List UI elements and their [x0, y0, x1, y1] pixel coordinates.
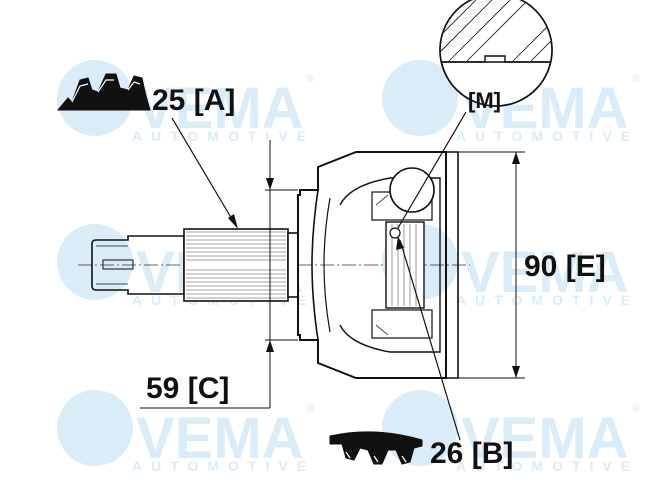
- external-gear-teeth-icon: [56, 73, 151, 111]
- watermark-registered: ®: [306, 403, 314, 415]
- watermark-sub: AUTOMOTIVE: [132, 458, 315, 474]
- dimension-c: [140, 140, 298, 409]
- label-outer-diameter: 90 [E]: [524, 250, 606, 283]
- watermark-brand: VEMA: [136, 406, 304, 471]
- watermark-brand: VEMA: [136, 76, 304, 141]
- watermark-brand: VEMA: [461, 240, 629, 305]
- watermark-brand: VEMA: [461, 406, 629, 471]
- watermark-sub: AUTOMOTIVE: [456, 128, 639, 144]
- shaft: [91, 228, 299, 302]
- leader-spline-outer: [171, 117, 237, 227]
- watermark-sub: AUTOMOTIVE: [456, 292, 639, 308]
- watermark-bottom-left: VEMA AUTOMOTIVE ®: [57, 390, 315, 474]
- watermark-sub: AUTOMOTIVE: [132, 128, 315, 144]
- watermark-sub: AUTOMOTIVE: [456, 458, 639, 474]
- label-shaft-length: 59 [C]: [146, 372, 229, 405]
- label-spline-inner: 26 [B]: [430, 437, 513, 470]
- dimension-e: [458, 151, 525, 379]
- leader-detail: [397, 111, 467, 229]
- detail-m-callout: [439, 0, 553, 107]
- joint-housing: [297, 151, 459, 379]
- watermark-registered: ®: [632, 403, 640, 415]
- internal-gear-teeth-icon: [329, 431, 423, 465]
- label-spline-outer: 25 [A]: [152, 84, 235, 117]
- bearing-ball: [389, 167, 435, 213]
- label-detail-m: [M]: [468, 88, 501, 113]
- watermark-bottom-right: VEMA AUTOMOTIVE ®: [382, 390, 640, 474]
- watermark-registered: ®: [306, 73, 314, 85]
- watermark-registered: ®: [632, 73, 640, 85]
- shaft-spline: [183, 228, 289, 302]
- leader-spline-inner: [399, 239, 461, 441]
